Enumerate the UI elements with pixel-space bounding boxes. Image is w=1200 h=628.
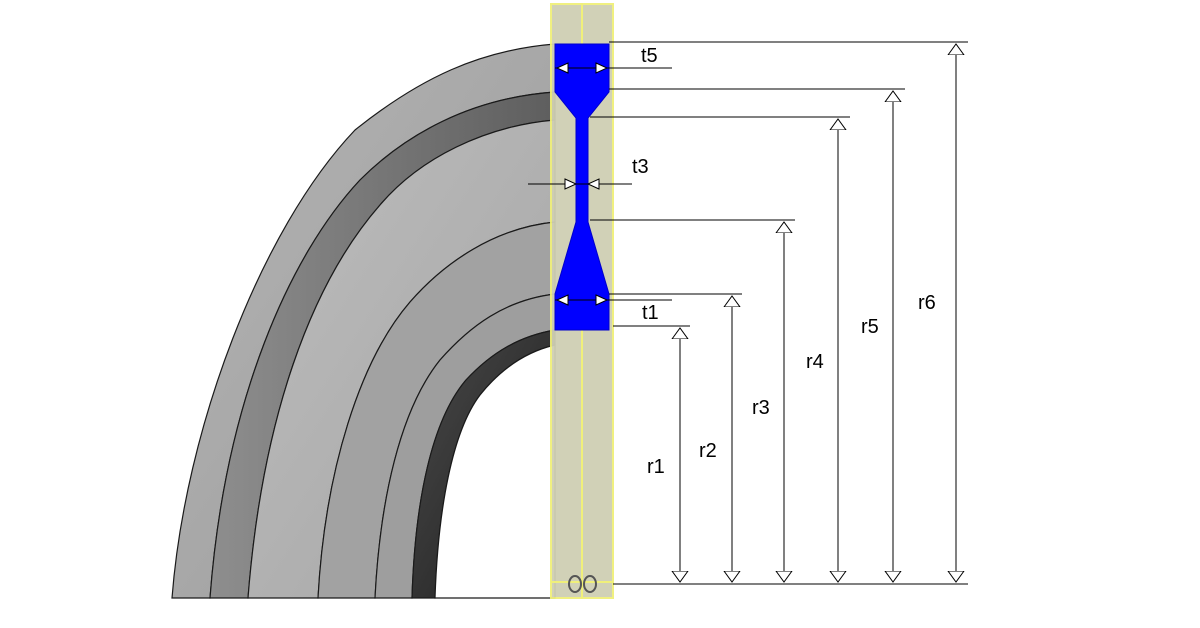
label-t5: t5	[641, 45, 658, 67]
dimension-lines	[528, 41, 968, 585]
revolved-body	[171, 43, 556, 599]
label-r5: r5	[861, 316, 879, 338]
origin-icon	[568, 575, 597, 593]
label-t3: t3	[632, 156, 649, 178]
label-r6: r6	[918, 292, 936, 314]
label-r1: r1	[647, 456, 665, 478]
label-r2: r2	[699, 440, 717, 462]
blade-cross-section	[554, 43, 610, 331]
label-t1: t1	[642, 302, 659, 324]
label-r3: r3	[752, 397, 770, 419]
bore-region	[434, 344, 556, 599]
dimension-labels: t5 t3 t1 r1 r2 r3 r4 r5 r6	[632, 45, 936, 478]
label-r4: r4	[806, 351, 824, 373]
